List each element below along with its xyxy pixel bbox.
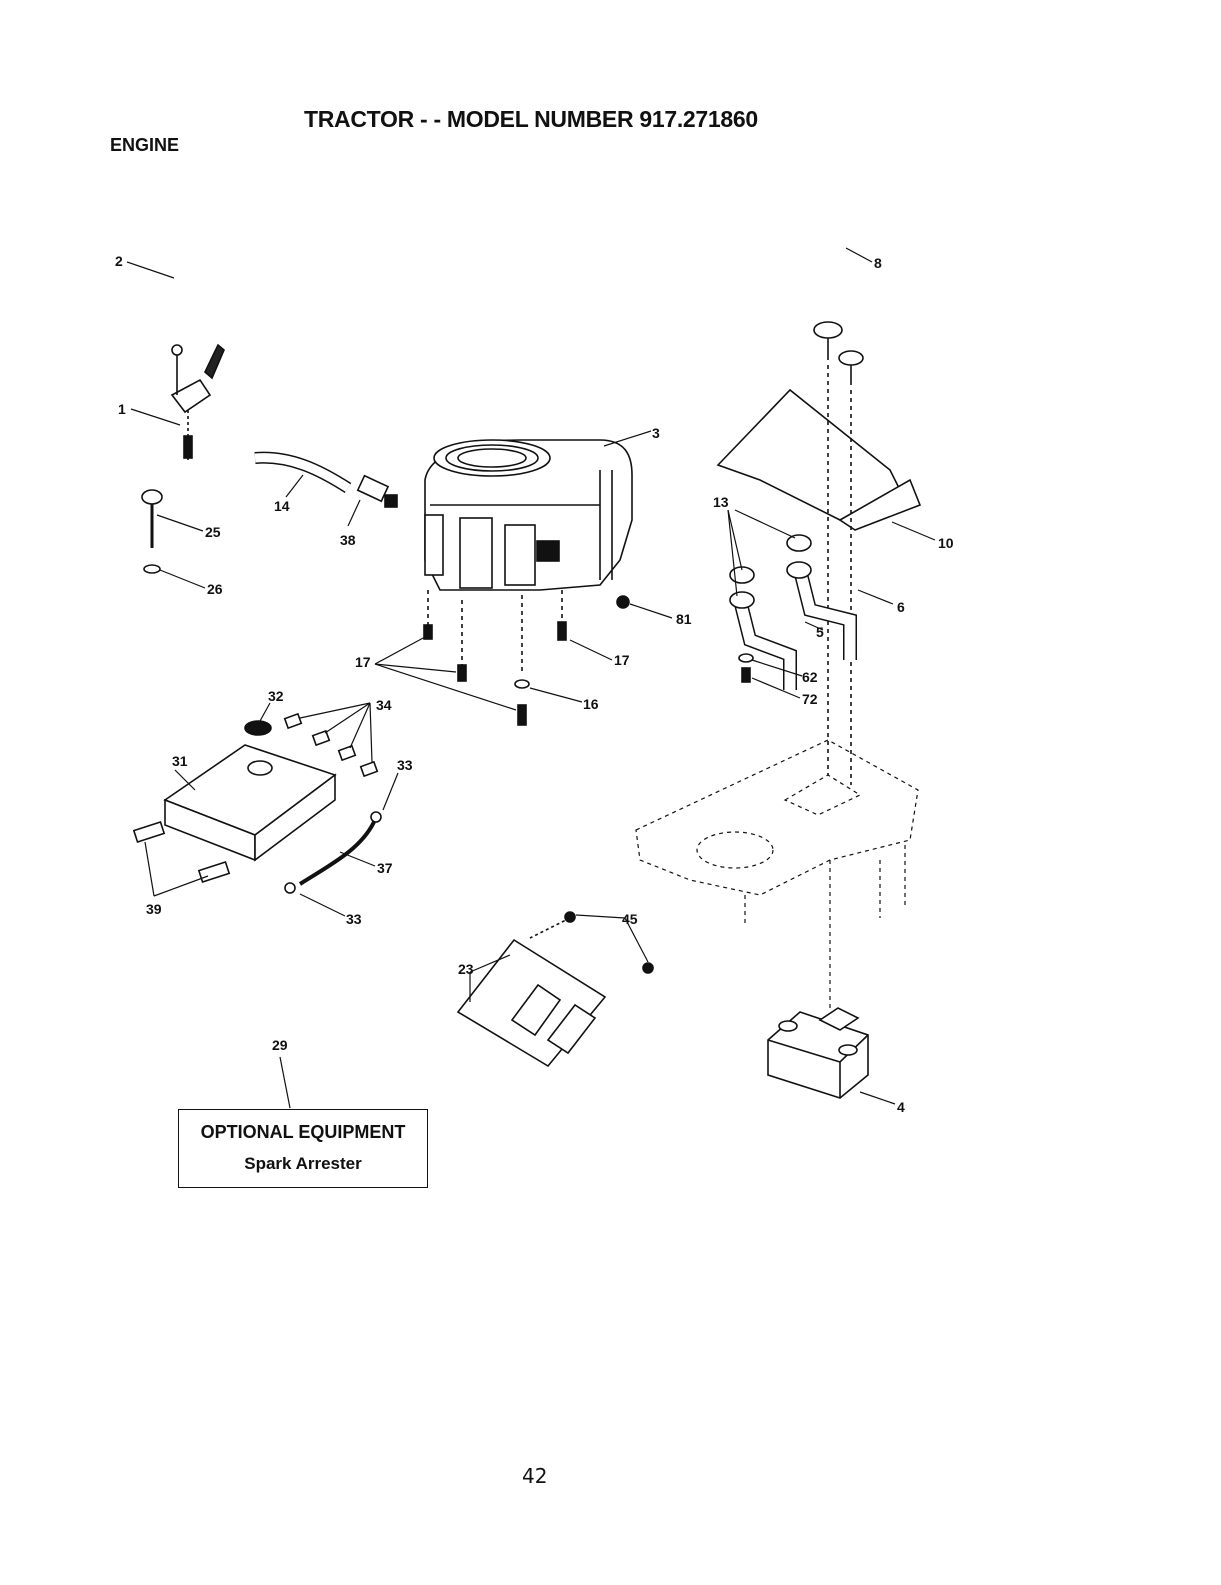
callout-4: 4 [897,1099,905,1115]
bolt-part [142,490,162,573]
callout-2: 2 [115,253,123,269]
engine-mount-bolts [424,590,566,725]
exhaust-pipes-part [730,535,850,690]
muffler-part [768,1008,868,1098]
callout-33a: 33 [397,757,413,773]
optional-equipment-box: OPTIONAL EQUIPMENT Spark Arrester [178,1109,428,1188]
callout-13: 13 [713,494,729,510]
callout-23: 23 [458,961,474,977]
callout-39: 39 [146,901,162,917]
callout-17b: 17 [614,652,630,668]
callout-33b: 33 [346,911,362,927]
callout-31: 31 [172,753,188,769]
callout-72: 72 [802,691,818,707]
callout-37: 37 [377,860,393,876]
callout-29: 29 [272,1037,288,1053]
callout-3: 3 [652,425,660,441]
callout-81: 81 [676,611,692,627]
shield-screws-part [814,322,863,785]
callout-6: 6 [897,599,905,615]
callout-10: 10 [938,535,954,551]
callout-16: 16 [583,696,599,712]
callout-8: 8 [874,255,882,271]
spark-arrester-housing-part [165,745,335,860]
optional-equipment-item: Spark Arrester [179,1154,427,1174]
callout-14: 14 [274,498,290,514]
callout-32: 32 [268,688,284,704]
heat-shield-part [458,912,653,1066]
throttle-bracket-part [172,345,224,460]
chassis-frame-part [636,740,918,1010]
optional-equipment-title: OPTIONAL EQUIPMENT [179,1122,427,1143]
page-number: 42 [522,1464,547,1488]
callout-17a: 17 [355,654,371,670]
callout-62: 62 [802,669,818,685]
callout-26: 26 [207,581,223,597]
engine-shield-part [718,390,920,530]
callout-5: 5 [816,624,824,640]
callout-38: 38 [340,532,356,548]
callout-45: 45 [622,911,638,927]
fitting-part [617,596,629,608]
callout-25: 25 [205,524,221,540]
callout-1: 1 [118,401,126,417]
engine-part [425,440,632,590]
callout-34: 34 [376,697,392,713]
